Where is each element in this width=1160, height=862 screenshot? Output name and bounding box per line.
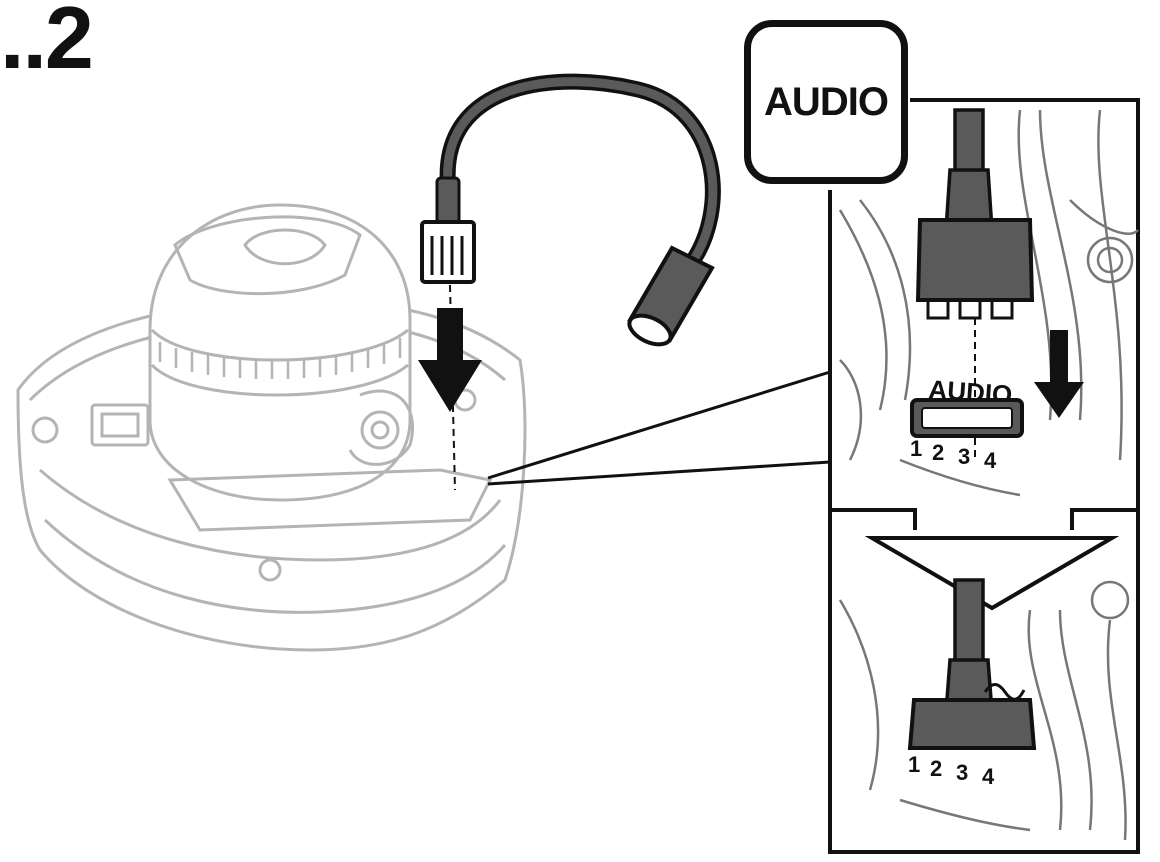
camera-lens-ring-2 bbox=[150, 363, 409, 397]
pin-number-top-1: 1 bbox=[910, 436, 922, 461]
detail-plug-inserted bbox=[907, 698, 1037, 750]
detail-plug-pins-top bbox=[926, 300, 1014, 320]
mount-screw-bottom bbox=[258, 558, 282, 582]
camera-dome-body bbox=[148, 203, 412, 502]
pin-number-bottom-4: 4 bbox=[982, 764, 995, 789]
lan-port bbox=[90, 403, 150, 447]
step-number: ..2 bbox=[0, 0, 94, 87]
dome-camera bbox=[16, 203, 527, 652]
detail-plug-top bbox=[915, 218, 1035, 302]
pin-numbers-top: 1 2 3 4 bbox=[910, 436, 997, 473]
callout-line-bottom bbox=[487, 460, 831, 486]
cable-plug-4pin bbox=[420, 220, 476, 284]
connector-name-tag: AUDIO bbox=[744, 20, 908, 184]
internal-board bbox=[167, 468, 493, 532]
lens-ring-teeth bbox=[158, 338, 402, 379]
cable-wire-fill bbox=[443, 77, 718, 270]
jack-opening bbox=[627, 313, 673, 347]
pin-number-top-3: 3 bbox=[958, 444, 970, 469]
camera-base-inner-rim bbox=[39, 468, 502, 562]
detail-panel: AUDIO 1 2 3 4 bbox=[828, 98, 1140, 854]
pin-number-top-4: 4 bbox=[984, 448, 997, 473]
detail-bottom-background bbox=[838, 580, 1130, 841]
tilt-screw bbox=[360, 410, 400, 450]
camera-base-lower-rim bbox=[43, 518, 507, 614]
camera-lens-ring bbox=[150, 328, 409, 362]
pin-number-bottom-3: 3 bbox=[956, 760, 968, 785]
tilt-bracket bbox=[348, 389, 415, 466]
lan-port-inner bbox=[100, 412, 140, 438]
pin-number-bottom-2: 2 bbox=[930, 756, 942, 781]
connector-name: AUDIO bbox=[764, 79, 889, 124]
audio-cable bbox=[420, 73, 721, 347]
cable-strain-relief bbox=[435, 176, 461, 228]
port-wave-marking bbox=[983, 683, 1026, 701]
tilt-screw-inner bbox=[370, 420, 390, 440]
camera-top-cap bbox=[173, 215, 362, 296]
transition-arrow bbox=[864, 536, 1120, 611]
callout-line-top bbox=[487, 370, 831, 480]
mount-screw-left bbox=[31, 416, 59, 444]
pin-numbers-bottom: 1 2 3 4 bbox=[908, 752, 995, 789]
panel-divider bbox=[830, 508, 1138, 530]
camera-lens bbox=[243, 228, 327, 266]
insert-arrow bbox=[418, 308, 482, 412]
pin-number-bottom-1: 1 bbox=[908, 752, 920, 777]
audio-port-cavity bbox=[921, 407, 1013, 429]
pin-number-top-2: 2 bbox=[932, 440, 944, 465]
detail-insert-arrow bbox=[1034, 330, 1084, 418]
detail-panel-frame bbox=[828, 98, 1140, 854]
